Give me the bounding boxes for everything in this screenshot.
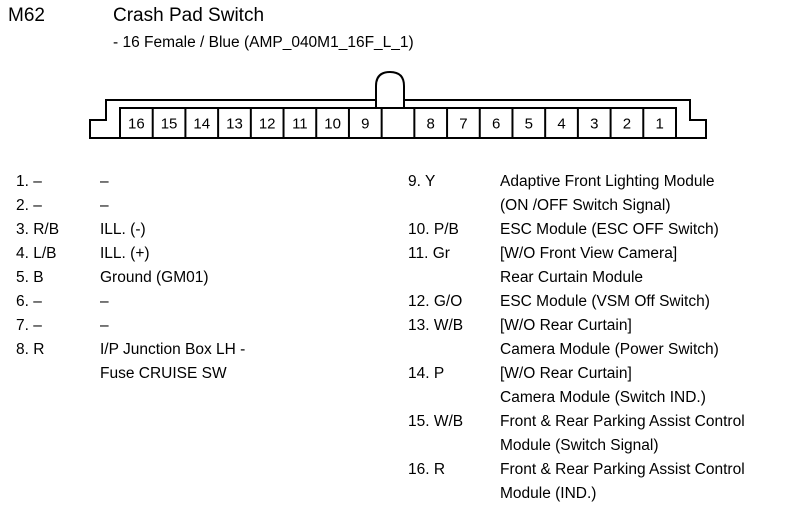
pin-description: – (100, 317, 109, 334)
pin-row: 3. R/B ILL. (-) (16, 218, 396, 242)
pin-identifier: 10. P/B (408, 221, 459, 238)
pin-identifier: 6. – (16, 293, 42, 310)
pin-row: 14. P [W/O Rear Curtain] Camera Module (S… (408, 362, 786, 410)
pin-identifier: 3. R/B (16, 221, 60, 238)
pin-identifier: 9. Y (408, 173, 436, 190)
pin-description: [W/O Rear Curtain] Camera Module (Switch… (500, 365, 706, 406)
connector-pinout-diagram: 16 15 14 13 12 11 10 9 8 7 6 5 4 3 2 1 (88, 62, 708, 157)
pin-identifier: 15. W/B (408, 413, 464, 430)
pin-number-1: 1 (655, 116, 663, 133)
pin-number-4: 4 (557, 116, 565, 133)
page-title: Crash Pad Switch (113, 5, 265, 26)
pin-description: ILL. (+) (100, 245, 150, 262)
pin-number-7: 7 (459, 116, 467, 133)
pin-number-3: 3 (590, 116, 598, 133)
pin-identifier: 14. P (408, 365, 445, 382)
connector-latch-icon (375, 70, 405, 108)
pin-number-15: 15 (161, 116, 178, 133)
pin-row: 6. – – (16, 290, 396, 314)
pin-identifier: 8. R (16, 341, 45, 358)
pin-row: 16. R Front & Rear Parking Assist Control… (408, 458, 786, 506)
pin-identifier: 4. L/B (16, 245, 57, 262)
pin-description: Ground (GM01) (100, 269, 209, 286)
pin-number-11: 11 (292, 116, 308, 133)
pin-description: ILL. (-) (100, 221, 146, 238)
pin-description: – (100, 197, 109, 214)
pin-description: ESC Module (ESC OFF Switch) (500, 221, 719, 238)
pin-number-9: 9 (361, 116, 369, 133)
pin-number-10: 10 (324, 116, 341, 133)
pin-identifier: 13. W/B (408, 317, 464, 334)
pin-number-14: 14 (193, 116, 210, 133)
pin-description: ESC Module (VSM Off Switch) (500, 293, 710, 310)
pin-number-12: 12 (259, 116, 276, 133)
pin-identifier: 7. – (16, 317, 42, 334)
pin-number-2: 2 (623, 116, 631, 133)
pin-row: 13. W/B [W/O Rear Curtain] Camera Module … (408, 314, 786, 362)
pin-row: 9. Y Adaptive Front Lighting Module (ON /… (408, 170, 786, 218)
pin-identifier: 12. G/O (408, 293, 463, 310)
pin-number-6: 6 (492, 116, 500, 133)
pin-row: 1. – – (16, 170, 396, 194)
pin-row: 4. L/B ILL. (+) (16, 242, 396, 266)
pin-row: 7. – – (16, 314, 396, 338)
pin-row: 2. – – (16, 194, 396, 218)
pin-row: 8. R I/P Junction Box LH - Fuse CRUISE SW (16, 338, 396, 386)
pin-identifier: 1. – (16, 173, 42, 190)
pin-cavity-strip (119, 107, 677, 139)
pin-identifier: 5. B (16, 269, 44, 286)
pin-list-right: 9. Y Adaptive Front Lighting Module (ON /… (408, 170, 786, 506)
pin-row: 15. W/B Front & Rear Parking Assist Contr… (408, 410, 786, 458)
pin-list-left: 1. – – 2. – – 3. R/B ILL. (-) 4. L/B ILL. (+) 5.… (16, 170, 396, 386)
pin-row: 10. P/B ESC Module (ESC OFF Switch) (408, 218, 786, 242)
pin-description: Front & Rear Parking Assist Control Modu… (500, 413, 745, 454)
pin-description: [W/O Front View Camera] Rear Curtain Mod… (500, 245, 678, 286)
pin-description: Adaptive Front Lighting Module (ON /OFF … (500, 173, 715, 214)
pin-number-8: 8 (427, 116, 435, 133)
connector-code: M62 (8, 5, 45, 26)
pin-description: [W/O Rear Curtain] Camera Module (Power … (500, 317, 719, 358)
pin-description: I/P Junction Box LH - Fuse CRUISE SW (100, 341, 246, 382)
pin-description: – (100, 293, 109, 310)
pin-row: 11. Gr [W/O Front View Camera] Rear Curta… (408, 242, 786, 290)
pin-description: Front & Rear Parking Assist Control Modu… (500, 461, 745, 502)
pin-description: – (100, 173, 109, 190)
pin-number-13: 13 (226, 116, 243, 133)
pin-identifier: 16. R (408, 461, 446, 478)
pin-identifier: 11. Gr (408, 245, 450, 262)
pin-number-16: 16 (128, 116, 145, 133)
connector-subtitle: - 16 Female / Blue (AMP_040M1_16F_L_1) (113, 34, 414, 51)
pin-row: 5. B Ground (GM01) (16, 266, 396, 290)
pin-cell-group: 16 15 14 13 12 11 10 9 8 7 6 5 4 3 2 1 (128, 108, 664, 138)
pin-row: 12. G/O ESC Module (VSM Off Switch) (408, 290, 786, 314)
pin-number-5: 5 (525, 116, 533, 133)
pin-identifier: 2. – (16, 197, 42, 214)
